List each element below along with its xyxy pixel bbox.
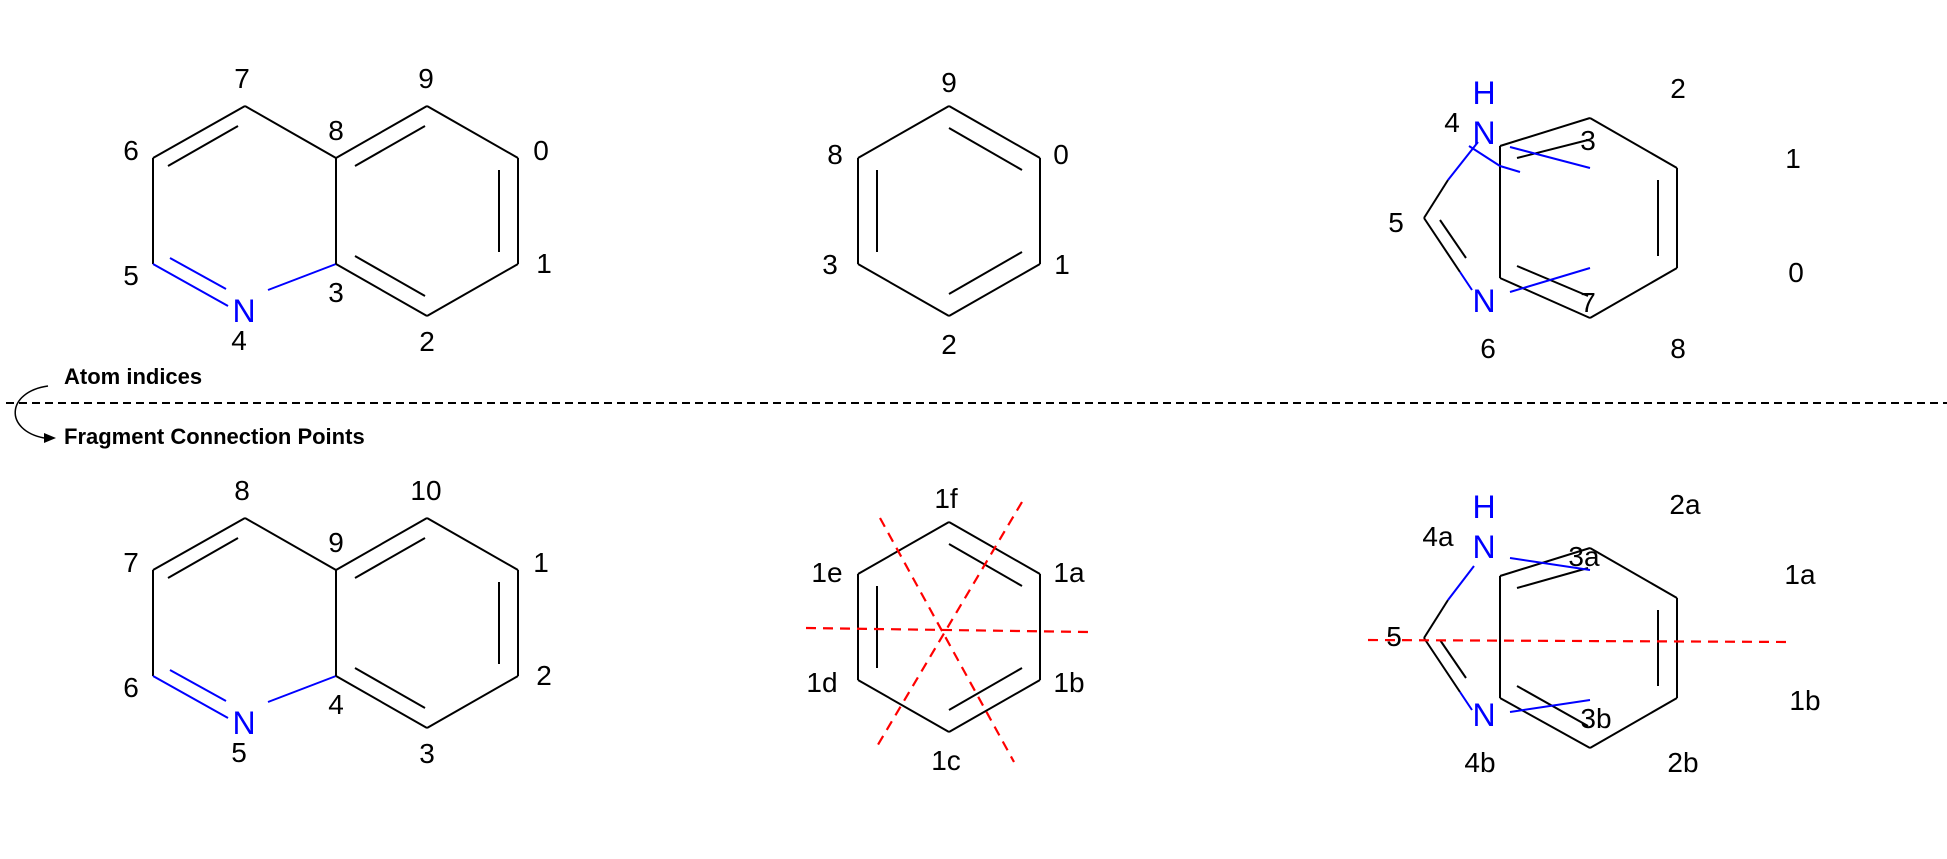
atom-index-label: 7 [234,63,250,94]
benzene-top-labels: 9 8 0 3 1 2 [822,67,1070,360]
atom-index-label: 5 [123,260,139,291]
quinoline-bottom-labels: 8 10 7 9 1 6 2 4 5 3 [123,475,552,769]
quinoline-bottom [152,517,519,729]
atom-index-label: 6 [1480,333,1496,364]
connection-point-label: 7 [123,547,139,578]
quinoline-top [152,105,519,317]
atom-index-label: 2 [1670,73,1686,104]
arrow-head-icon [44,433,56,443]
connection-point-label: 10 [410,475,441,506]
atom-index-label: 8 [827,139,843,170]
connection-point-label: 3 [419,738,435,769]
connection-point-label: 1 [533,547,549,578]
atom-index-label: 3 [822,249,838,280]
connection-point-label: 3a [1568,541,1600,572]
atom-index-label: 0 [1788,257,1804,288]
connection-point-label: 1e [811,557,842,588]
benzimidazole-bottom-labels: 2a 4a 3a 1a 5 1b 3b 4b 2b [1386,489,1820,778]
atom-index-label: 4 [1444,107,1460,138]
connection-point-label: 2 [536,660,552,691]
benzimidazole-top [1423,117,1678,319]
atom-index-label: 0 [533,135,549,166]
atom-index-label: 2 [941,329,957,360]
quinoline-top-nitrogen: N [232,293,255,329]
benzimidazole-top-bonds-hetero [1509,146,1591,293]
benzimidazole-bottom-bonds-hetero [1447,557,1591,713]
section-label-top: Atom indices [64,364,202,389]
benzene-symmetry-cuts [805,501,1089,763]
curved-arrow-icon [14,385,49,439]
connection-point-label: 5 [231,737,247,768]
benzene-top [857,105,1041,317]
connection-point-label: 2b [1667,747,1698,778]
symmetry-axis-line [875,501,1023,749]
connection-point-label: 1a [1053,557,1085,588]
atom-index-label: 8 [1670,333,1686,364]
atom-index-label: 8 [328,115,344,146]
connection-point-label: 8 [234,475,250,506]
connection-point-label: 1a [1784,559,1816,590]
benzimidazole-bottom-nh-nitrogen: N [1472,529,1495,565]
atom-index-label: 3 [328,277,344,308]
section-label-bottom: Fragment Connection Points [64,424,365,449]
benzene-bottom-labels: 1f 1e 1a 1d 1b 1c [806,483,1085,776]
benzimidazole-top-nh-nitrogen: N [1472,115,1495,151]
benzene-bottom [857,521,1041,733]
symmetry-axis-line [879,517,1015,763]
connection-point-label: 1d [806,667,837,698]
atom-index-label: 1 [1054,249,1070,280]
connection-point-label: 1b [1789,685,1820,716]
atom-index-label: 9 [418,63,434,94]
connection-point-label: 1f [934,483,958,514]
atom-index-label: 1 [1785,143,1801,174]
connection-point-label: 2a [1669,489,1701,520]
atom-index-label: 0 [1053,139,1069,170]
connection-point-label: 4b [1464,747,1495,778]
symmetry-axis-line [1367,638,1793,644]
connection-point-label: 5 [1386,621,1402,652]
connection-point-label: 4 [328,689,344,720]
atom-index-label: 1 [536,248,552,279]
symmetry-axis-line [805,626,1089,634]
atom-index-label: 9 [941,67,957,98]
quinoline-top-labels: 7 9 6 8 0 5 3 1 4 2 [123,63,552,357]
benzimidazole-top-labels: 2 4 3 1 5 0 7 6 8 [1388,73,1804,364]
connection-point-label: 3b [1580,703,1611,734]
atom-index-label: 6 [123,135,139,166]
benzimidazole-bottom-hydrogen: H [1472,489,1495,525]
atom-index-label: 5 [1388,207,1404,238]
benzimidazole-top-nitrogen: N [1472,283,1495,319]
benzimidazole-bottom-nitrogen: N [1472,697,1495,733]
connection-point-label: 1c [931,745,961,776]
connection-point-label: 6 [123,672,139,703]
connection-point-label: 9 [328,527,344,558]
atom-index-label: 4 [231,325,247,356]
connection-point-label: 4a [1422,521,1454,552]
atom-index-label: 7 [1580,287,1596,318]
atom-index-label: 3 [1580,125,1596,156]
benzimidazole-bottom [1423,547,1678,749]
connection-point-label: 1b [1053,667,1084,698]
atom-index-label: 2 [419,326,435,357]
quinoline-bottom-nitrogen: N [232,705,255,741]
benzimidazole-top-hydrogen: H [1472,75,1495,111]
